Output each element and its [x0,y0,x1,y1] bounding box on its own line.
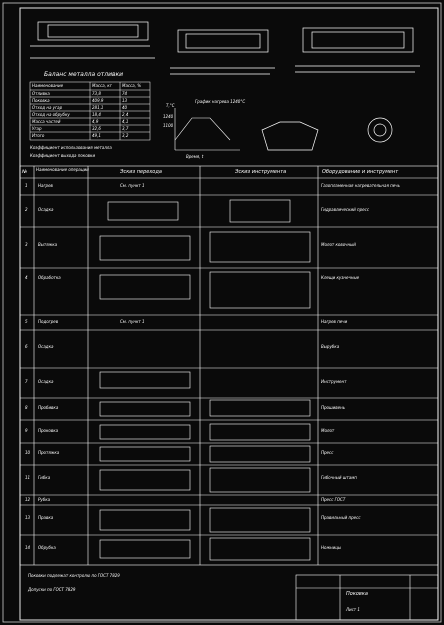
row-number: 10 [25,450,31,455]
balance-row-name: Отход на обрубку [32,112,70,117]
heat-graph-ylabel: 1240 [163,114,174,119]
row-equipment: Гидравлический пресс [321,207,370,212]
balance-table-grid [29,81,151,141]
row-name: Рубка [38,497,51,502]
row-number: 1 [25,183,28,188]
balance-row-name: Отход на угар [32,105,63,110]
heat-graph [174,108,240,151]
balance-row-mass: 32,6 [92,126,101,131]
balance-row-pct: 13 [122,98,128,103]
balance-header-mass: Масса, кг [92,83,112,88]
balance-row-mass: 4,9 [92,119,99,124]
row-name: Протяжка [38,450,60,455]
balance-title: Баланс металла отливки [44,71,124,78]
row-equipment: Молот ковочный [321,242,356,247]
row-name: Осадка [38,344,54,349]
row-equipment: Вырубка [321,344,340,349]
row-number: 5 [25,319,28,324]
row-equipment: Правильный пресс [321,515,361,520]
row-equipment: Нагрев печи [321,319,348,324]
row-number: 12 [25,497,31,502]
balance-row-mass: 409,9 [92,98,104,103]
row-equipment: Пресс [321,450,334,455]
balance-header-pct: Масса, % [122,83,142,88]
row-equipment: Пресс ГОСТ [321,497,346,502]
row-name: Осадка [38,207,54,212]
row-number: 2 [25,207,28,212]
note-line-1: Поковки подлежат контролю по ГОСТ 7829 [28,573,120,578]
row-equipment: Газопламенная нагревательная печь [321,183,400,188]
balance-row-name: Итого [32,133,45,138]
operations-table-grid [19,165,439,566]
balance-row-mass: 281,1 [92,105,104,110]
heat-graph-title: График нагрева 1240°С [195,99,246,104]
balance-row-pct: 74 [122,91,128,96]
balance-row-name: Масса частей [32,119,61,124]
table-header-tool: Эскиз инструмента [235,169,287,175]
balance-row-name: Угар [32,126,42,131]
table-header-name: Наименование операции [36,167,89,172]
heat-graph-ylabel: Т,°С [166,103,175,108]
row-number: 7 [25,379,28,384]
row-name: Подогрев [38,319,59,324]
table-header-sketch: Эскиз перехода [120,169,162,175]
row-sketch-note: См. пункт 1 [120,319,145,324]
stamp-sheet: Лист 1 [346,607,360,612]
row-sketch-note: См. пункт 1 [120,183,145,188]
note-line-2: Допуски по ГОСТ 7829 [28,587,76,592]
title-block [295,574,439,621]
balance-row-pct: 4,1 [122,119,129,124]
balance-row-mass: 18,4 [92,112,101,117]
row-number: 9 [25,428,28,433]
balance-row-pct: 40 [122,105,128,110]
row-name: Вытяжка [38,242,58,247]
die-sketches [261,117,393,151]
row-equipment: Инструмент [321,379,347,384]
balance-note1: Коэффициент использования металла [30,145,112,150]
row-equipment: Гибочный штамп [321,475,357,480]
row-name: Осадка [38,379,54,384]
row-name: Правка [38,515,54,520]
row-number: 8 [25,405,28,410]
row-name: Проковка [38,428,59,433]
row-equipment: Ножницы [321,545,342,550]
balance-row-name: Поковка [32,98,50,103]
table-header-equipment: Оборудование и инструмент [322,169,399,175]
row-name: Гибка [38,475,51,480]
row-number: 11 [25,475,31,480]
row-name: Пробивка [38,405,59,410]
balance-row-pct: 3,2 [122,133,129,138]
balance-row-mass: 49,1 [92,133,101,138]
balance-note2: Коэффициент выхода поковки [30,153,96,158]
row-number: 6 [25,344,28,349]
balance-header-name: Наименование [32,83,64,88]
top-forging-drawings [30,21,420,75]
row-name: Нагрев [38,183,53,188]
row-number: 4 [25,275,28,280]
row-number: 3 [25,242,28,247]
heat-graph-xlabel: Время, t [186,154,204,159]
balance-row-pct: 2,4 [122,112,129,117]
balance-row-pct: 3,7 [122,126,129,131]
balance-row-name: Отливка [32,91,50,96]
row-number: 13 [25,515,31,520]
stamp-title: Поковка [346,591,368,597]
heat-graph-ylabel: 1100 [163,123,174,128]
row-equipment: Клещи кузнечные [321,275,360,280]
row-equipment: Прошивень [321,405,346,410]
table-header-num: № [22,169,28,175]
row-name: Обработка [38,275,61,280]
row-equipment: Молот [321,428,335,433]
row-number: 14 [25,545,31,550]
row-name: Обрубка [38,545,56,550]
balance-row-mass: 73,8 [92,91,101,96]
operation-sketches [99,199,311,561]
